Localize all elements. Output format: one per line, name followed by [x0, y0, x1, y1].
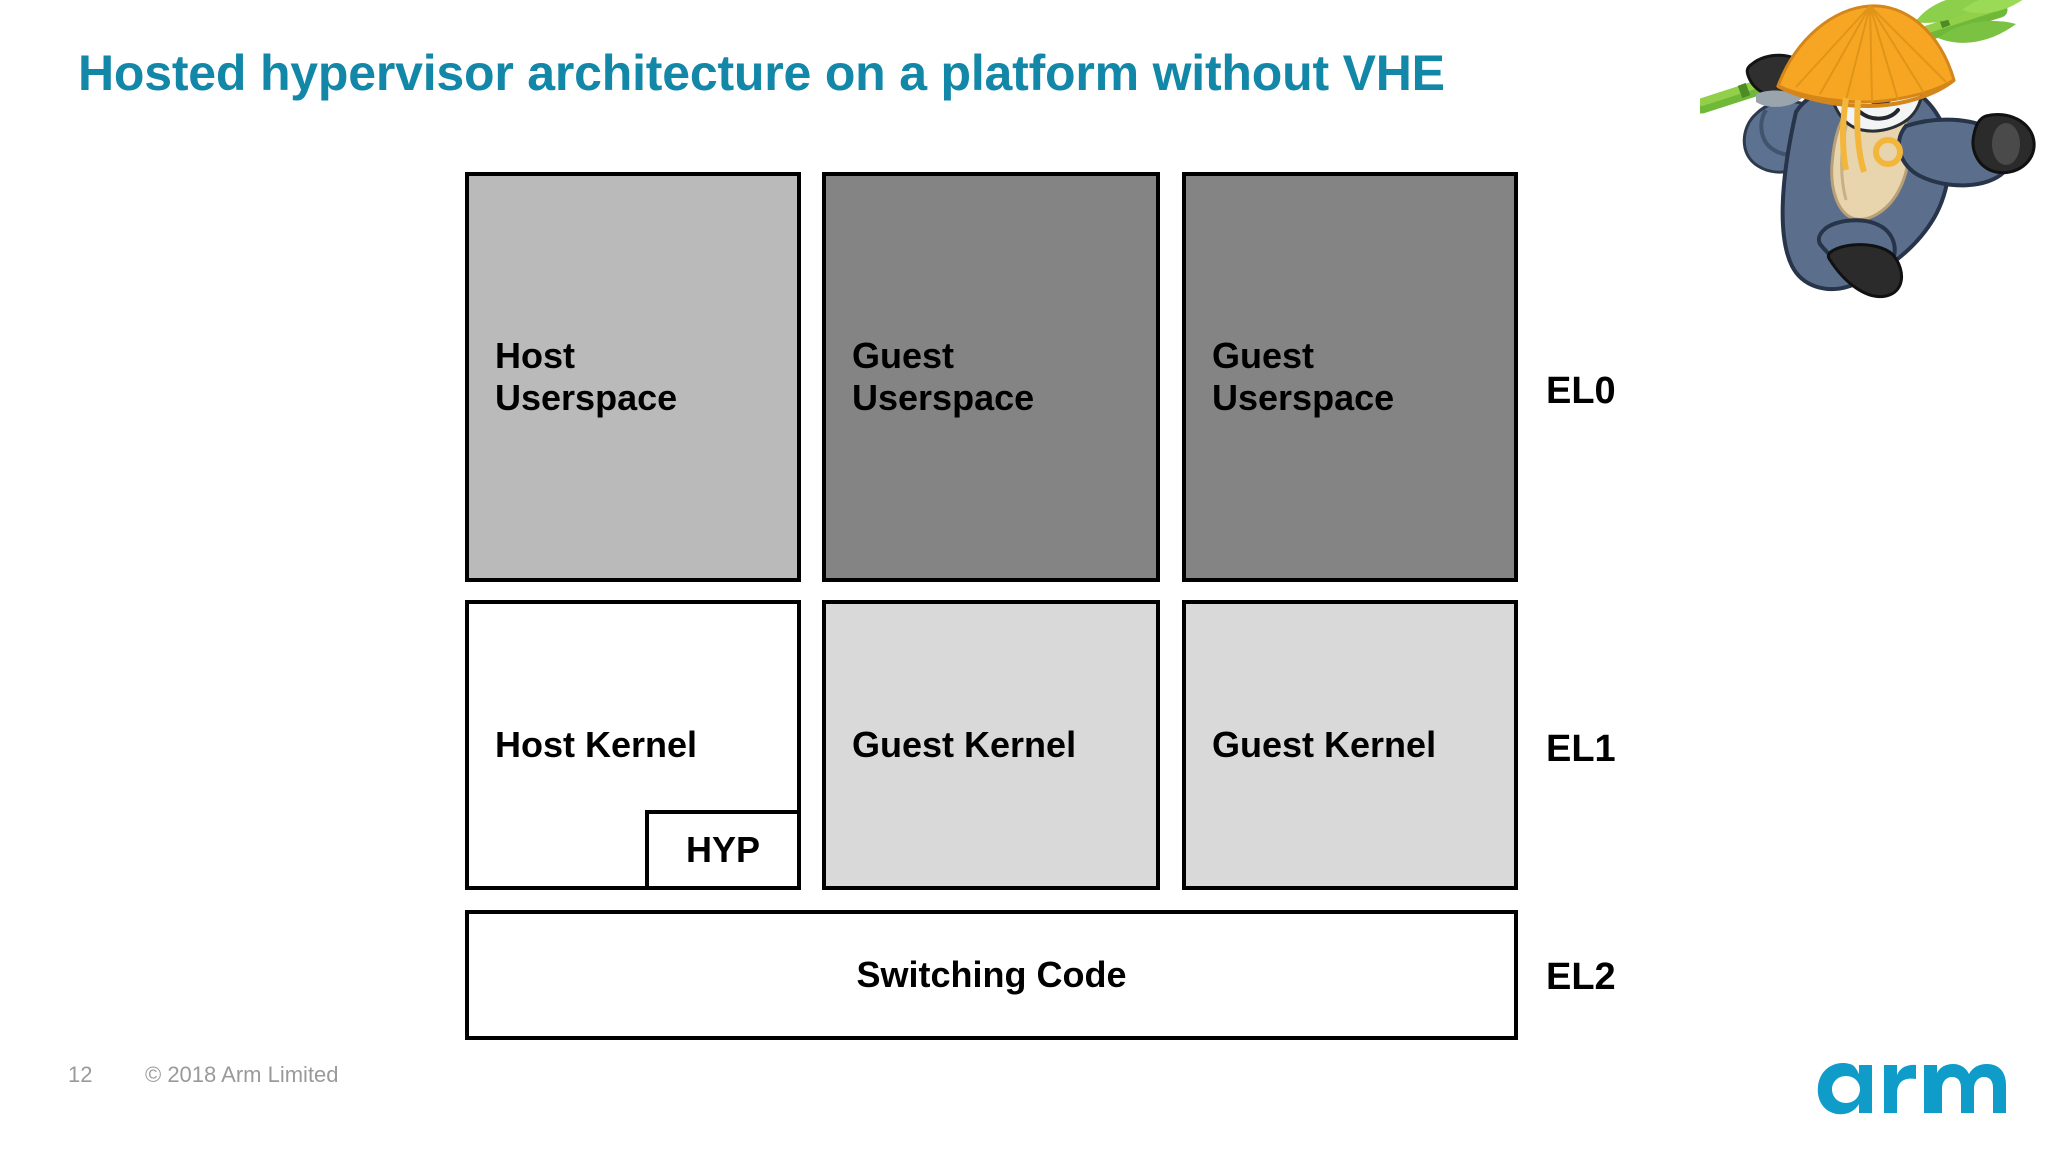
footer-copyright: © 2018 Arm Limited	[145, 1062, 339, 1087]
box-guest1-userspace: Guest Userspace	[822, 172, 1160, 582]
box-guest1-userspace-label: Guest Userspace	[852, 334, 1035, 418]
arm-logo	[1806, 1042, 2006, 1122]
panda-boot-left-icon	[1826, 243, 1903, 299]
box-guest2-userspace: Guest Userspace	[1182, 172, 1518, 582]
kung-fu-panda-mascot	[1694, 0, 2040, 314]
footer-page-number: 12	[68, 1062, 93, 1087]
panda-illustration	[1694, 0, 2036, 299]
box-host-userspace: Host Userspace	[465, 172, 801, 582]
box-host-userspace-label: Host Userspace	[495, 334, 678, 418]
box-guest1-kernel: Guest Kernel	[822, 600, 1160, 890]
box-host-kernel-label: Host Kernel	[495, 723, 698, 765]
exception-level-el0: EL0	[1546, 370, 1616, 412]
exception-level-el2: EL2	[1546, 956, 1616, 998]
box-hyp: HYP	[645, 810, 801, 890]
arm-logo-mark	[1817, 1062, 2006, 1115]
box-switching-code: Switching Code	[465, 910, 1518, 1040]
box-hyp-label: HYP	[685, 828, 761, 870]
straw-hat-icon	[1776, 4, 1956, 173]
page-title: Hosted hypervisor architecture on a plat…	[78, 45, 1445, 101]
exception-level-el1: EL1	[1546, 728, 1616, 770]
box-guest1-kernel-label: Guest Kernel	[852, 723, 1077, 765]
box-guest2-kernel-label: Guest Kernel	[1212, 723, 1437, 765]
box-guest2-userspace-label: Guest Userspace	[1212, 334, 1395, 418]
box-switching-code-label: Switching Code	[856, 953, 1127, 995]
box-guest2-kernel: Guest Kernel	[1182, 600, 1518, 890]
